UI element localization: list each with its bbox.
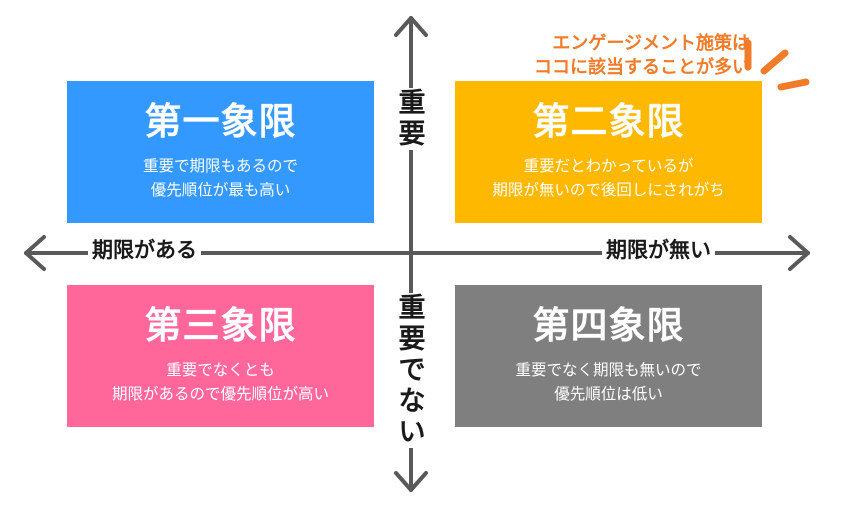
axis-label-bottom-char: い [398,417,426,448]
axis-label-left: 期限がある [88,240,201,261]
callout-text: エンゲージメント施策は ココに該当することが多い [534,33,750,78]
quadrant-2: 第二象限 重要だとわかっているが 期限が無いので後回しにされがち [455,81,762,223]
quadrant-3: 第三象限 重要でなくとも 期限があるので優先順位が高い [67,285,374,427]
quadrant-3-description: 重要でなくとも 期限があるので優先順位が高い [111,361,329,403]
quadrant-1-title: 第一象限 [144,100,297,143]
axis-label-top-char: 重 [398,88,426,119]
quadrant-4-title: 第四象限 [532,304,685,347]
quadrant-2-title: 第二象限 [532,100,685,143]
axis-label-right: 期限が無い [602,240,715,261]
axis-label-bottom: 重 要 で な い [395,293,429,448]
arrow-up-icon [394,16,428,37]
arrow-left-icon [24,235,46,271]
axis-label-bottom-char: な [398,386,426,417]
axis-label-bottom-char: 要 [398,324,426,355]
axis-label-top: 重 要 [395,88,429,150]
axis-label-bottom-char: 重 [398,293,426,324]
quadrant-1-description: 重要で期限もあるので 優先順位が最も高い [142,157,298,199]
arrow-down-icon [394,471,428,492]
arrow-right-icon [788,235,810,271]
quadrant-4-description: 重要でなく期限も無いので 優先順位は低い [515,361,702,403]
quadrant-4: 第四象限 重要でなく期限も無いので 優先順位は低い [455,285,762,427]
axis-label-bottom-char: で [398,355,426,386]
quadrant-2-description: 重要だとわかっているが 期限が無いので後回しにされがち [492,157,725,199]
emphasis-lines-icon [744,39,810,91]
axis-label-top-char: 要 [398,119,426,150]
quadrant-3-title: 第三象限 [144,304,297,347]
quadrant-1: 第一象限 重要で期限もあるので 優先順位が最も高い [67,81,374,223]
